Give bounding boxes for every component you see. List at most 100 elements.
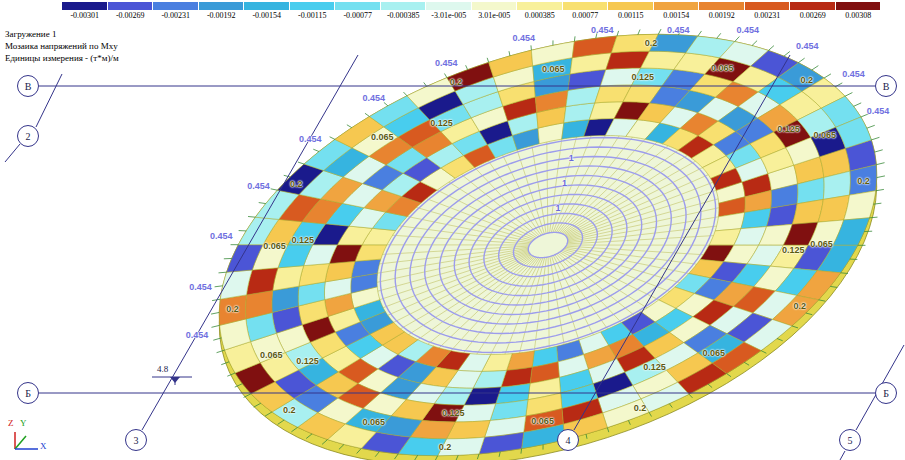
support-mark — [265, 412, 272, 416]
axis-marker: 4 — [557, 429, 579, 451]
level-mark — [152, 377, 192, 385]
axis-marker: В — [17, 75, 39, 97]
axis-marker: 3 — [125, 429, 147, 451]
mesh-line — [562, 250, 670, 291]
support-mark — [806, 313, 812, 315]
result-value: 0.2 — [290, 179, 303, 189]
result-value: 0.454 — [796, 41, 819, 51]
ring-beam — [499, 213, 598, 276]
result-value: 0.454 — [189, 282, 212, 292]
result-value: 0.065 — [371, 132, 394, 142]
result-value: 0.065 — [531, 416, 554, 426]
scale-value: 0.00115 — [618, 11, 644, 20]
support-mark — [215, 286, 223, 287]
support-mark — [871, 137, 879, 140]
result-value: 0.125 — [777, 124, 800, 134]
result-value: 0.065 — [260, 350, 283, 360]
scale-value: 0.000385 — [525, 11, 555, 20]
scale-value: -0.00077 — [343, 11, 372, 20]
support-mark — [357, 448, 362, 453]
result-value: 0.125 — [782, 245, 805, 255]
result-value: 0.454 — [435, 58, 458, 68]
scale-swatch — [836, 2, 881, 10]
mosaic-cell — [351, 259, 380, 277]
result-value: 0.454 — [363, 93, 386, 103]
support-mark — [508, 51, 510, 56]
result-value: 0.065 — [813, 130, 836, 140]
scale-swatch — [472, 2, 517, 10]
axis-letter: X — [40, 441, 47, 451]
mosaic-cell — [220, 270, 252, 299]
support-mark — [873, 203, 881, 204]
mosaic-cell — [325, 261, 355, 282]
mosaic-cell — [817, 245, 857, 273]
support-mark — [278, 420, 285, 424]
mesh-line — [548, 257, 549, 348]
result-value: 0.454 — [667, 25, 690, 35]
result-value: 1 — [562, 178, 567, 188]
support-mark — [792, 326, 798, 328]
support-mark — [219, 272, 227, 274]
axis-marker: Б — [875, 382, 897, 404]
result-value: 0.454 — [842, 69, 865, 79]
result-value: 0.125 — [430, 118, 453, 128]
support-mark — [638, 30, 640, 35]
mesh-line — [426, 199, 534, 240]
scale-swatch — [244, 2, 289, 10]
inner-rings — [380, 138, 715, 353]
grid-line — [39, 393, 875, 394]
ring-beam — [395, 147, 701, 343]
support-mark — [239, 230, 247, 231]
support-mark — [824, 74, 831, 78]
support-mark — [466, 65, 468, 69]
support-mark — [227, 373, 235, 376]
mesh-line — [567, 245, 709, 246]
support-mark — [812, 66, 819, 70]
scale-value: -0.00269 — [116, 11, 145, 20]
inner-mesh — [377, 135, 719, 354]
support-mark — [744, 362, 749, 365]
result-value: 0.454 — [736, 25, 759, 35]
mosaic-cell — [678, 363, 727, 394]
scale-value: 3.01e-005 — [478, 11, 510, 20]
mosaic-cell — [833, 218, 870, 246]
mosaic-cell — [479, 432, 524, 454]
support-mark — [669, 404, 672, 408]
scale-value: 0.00269 — [800, 11, 826, 20]
support-mark — [403, 92, 407, 96]
coordinate-axes-icon — [15, 432, 38, 449]
result-value: 0.454 — [867, 106, 890, 116]
support-mark — [798, 58, 804, 63]
result-value: 0.2 — [800, 75, 813, 85]
support-mark — [520, 449, 522, 454]
result-value: 0.2 — [439, 442, 452, 452]
support-mark — [819, 300, 826, 301]
scale-value: -0.00301 — [70, 11, 99, 20]
support-mark — [444, 73, 447, 77]
support-mark — [365, 113, 369, 116]
ring-beam — [425, 166, 672, 324]
support-mark — [777, 338, 783, 340]
axis-line — [574, 55, 790, 430]
support-mark — [850, 259, 858, 260]
result-value: 0.065 — [263, 241, 286, 251]
mosaic-cell — [227, 245, 264, 273]
support-mark — [217, 350, 225, 353]
result-value: 0.125 — [296, 356, 319, 366]
mosaic-cell — [572, 36, 617, 58]
support-mark — [477, 454, 479, 459]
result-value: 0.065 — [810, 239, 833, 249]
result-value: 0.2 — [283, 405, 296, 415]
mosaic-cell — [277, 164, 323, 194]
mesh-line — [387, 244, 529, 245]
axis-name: В — [25, 81, 32, 92]
axis-line — [856, 345, 904, 430]
scale-swatch — [699, 2, 744, 10]
support-mark — [727, 373, 731, 376]
support-mark — [254, 403, 261, 407]
